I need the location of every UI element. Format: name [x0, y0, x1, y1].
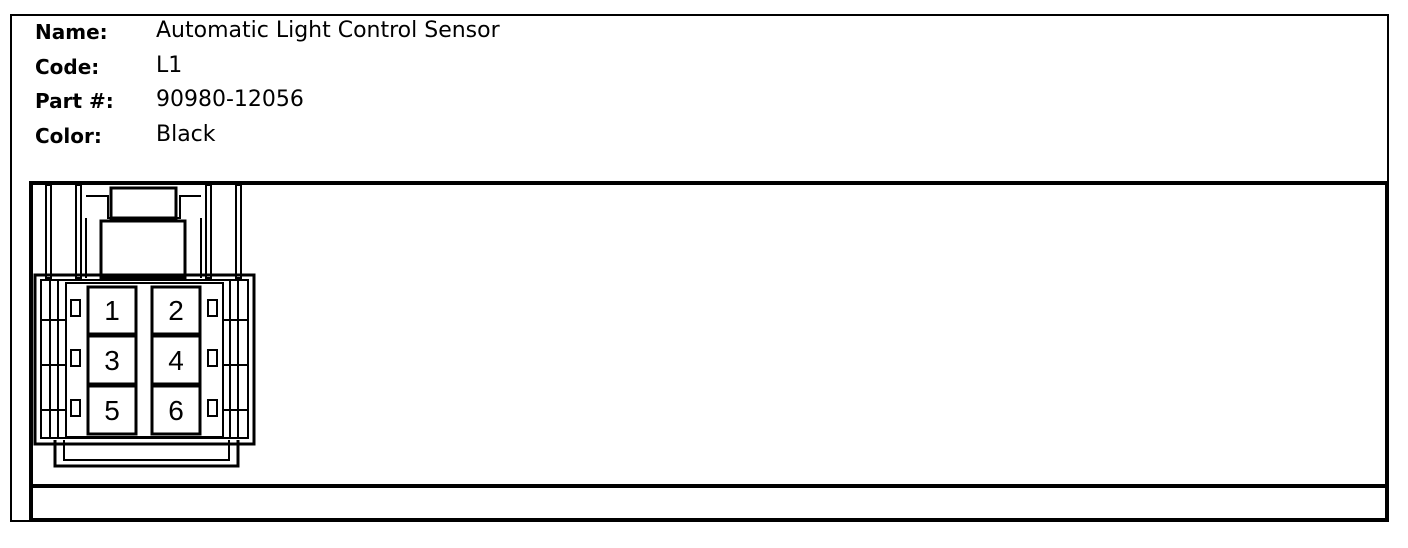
- pin-label-4: 4: [168, 345, 184, 376]
- color-label: Color:: [35, 124, 102, 148]
- color-value: Black: [156, 122, 216, 147]
- pin-cavity-1: [86, 285, 138, 336]
- code-value: L1: [156, 53, 183, 78]
- pin-cavities: 1 2 3 4 5 6: [86, 285, 202, 436]
- connector-outline: [33, 184, 256, 468]
- footer-divider: [29, 484, 1389, 488]
- pin-label-6: 6: [168, 395, 184, 426]
- name-label: Name:: [35, 20, 108, 44]
- part-label: Part #:: [35, 89, 114, 113]
- pin-cavity-6: [150, 384, 202, 436]
- pin-label-1: 1: [104, 295, 120, 326]
- name-value: Automatic Light Control Sensor: [156, 18, 500, 43]
- code-label: Code:: [35, 55, 100, 79]
- diagram-panel: [29, 181, 1389, 522]
- part-value: 90980-12056: [156, 87, 304, 112]
- pin-cavity-3: [86, 334, 138, 386]
- pin-cavity-5: [86, 384, 138, 436]
- pin-cavity-4: [150, 334, 202, 386]
- pin-cavity-2: [150, 285, 202, 336]
- pin-label-5: 5: [104, 395, 120, 426]
- pin-label-3: 3: [104, 345, 120, 376]
- pin-label-2: 2: [168, 295, 184, 326]
